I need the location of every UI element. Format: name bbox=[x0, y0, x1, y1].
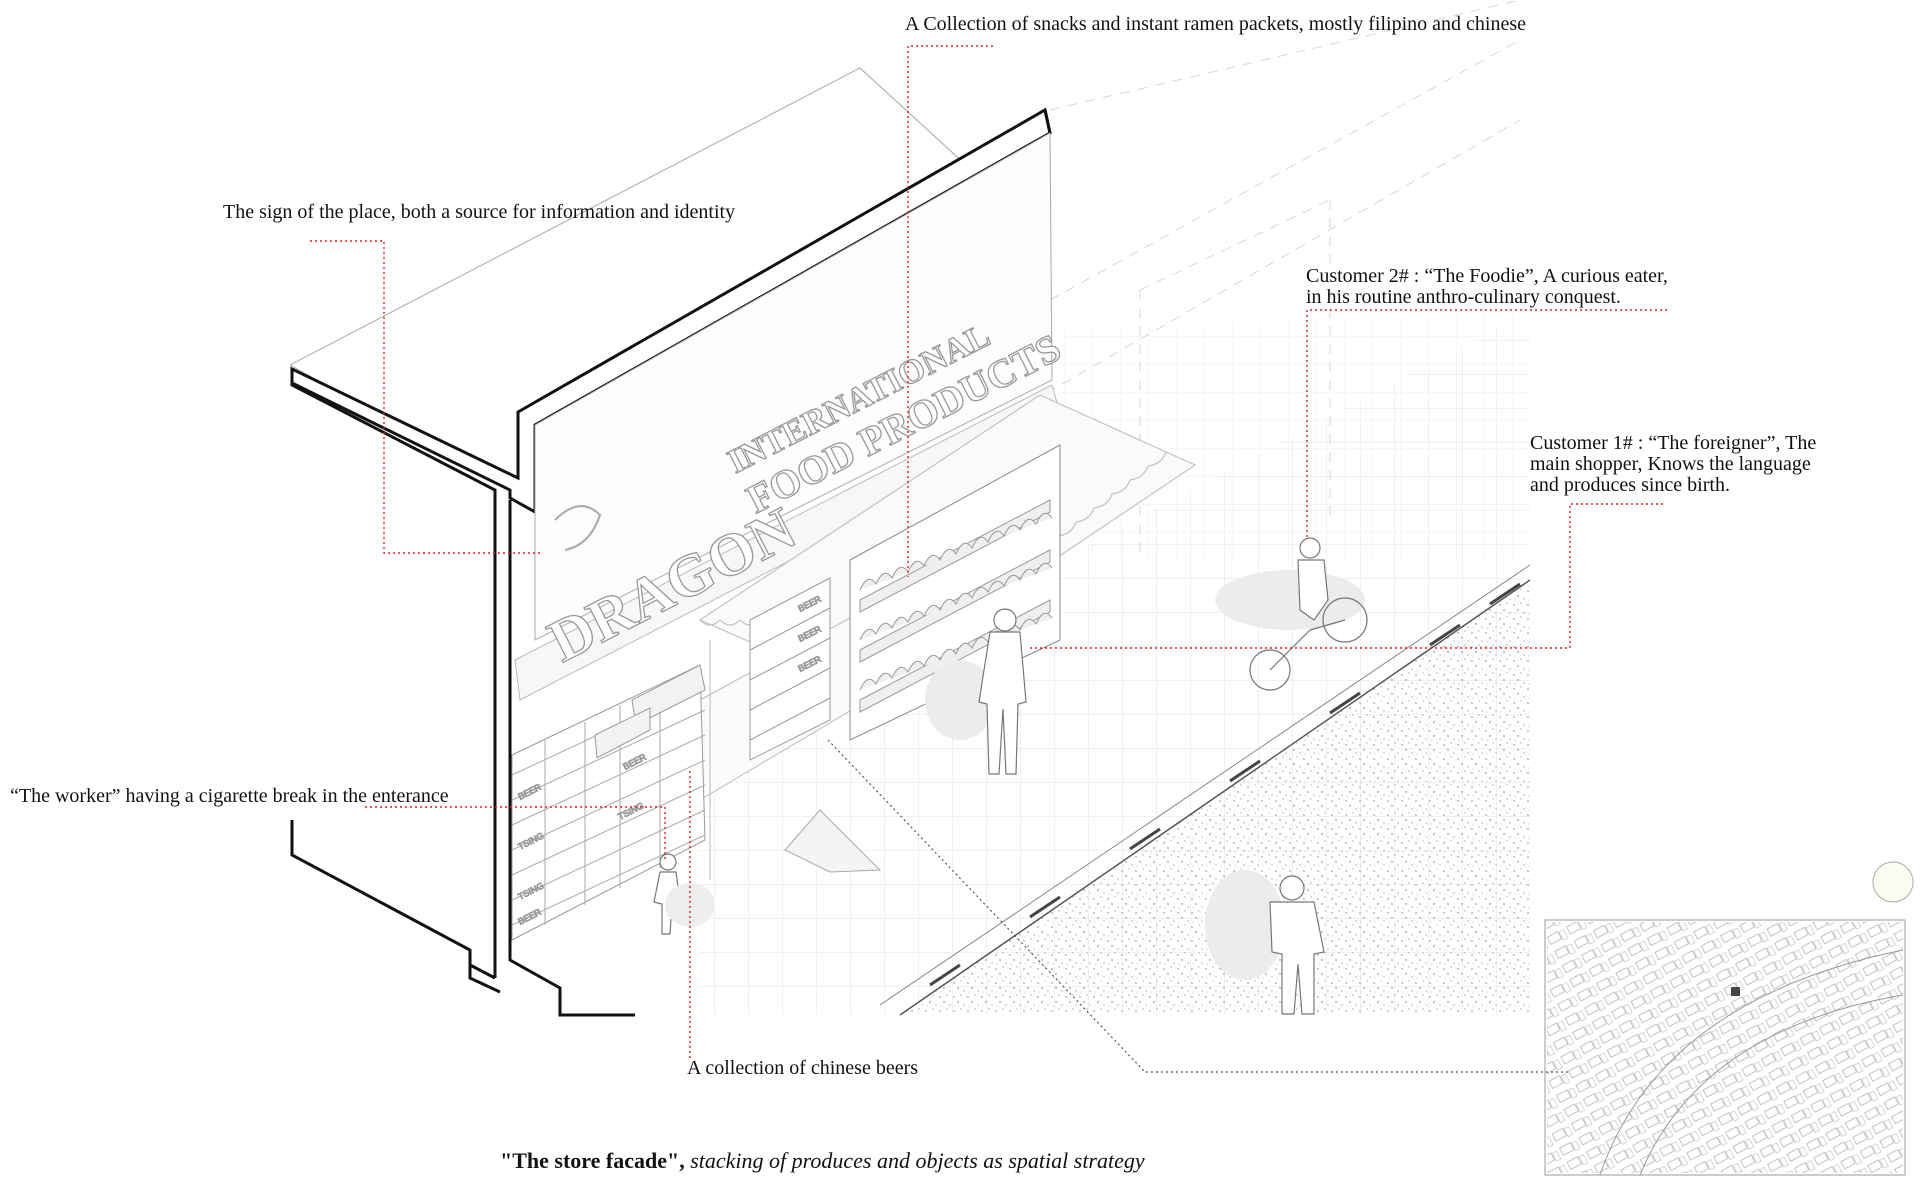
site-map-inset bbox=[1544, 919, 1906, 1176]
worker-figure bbox=[653, 853, 715, 935]
sign-annotation: The sign of the place, both a source for… bbox=[223, 201, 736, 223]
leader-customer1 bbox=[1030, 503, 1663, 649]
caption-title: "The store facade", bbox=[500, 1148, 685, 1173]
customer1-annotation-line3: and produces since birth. bbox=[1530, 474, 1730, 496]
customer2-annotation-line2: in his routine anthro-culinary conquest. bbox=[1306, 286, 1621, 308]
pedestrian-figure bbox=[1205, 870, 1325, 1015]
street-object bbox=[784, 809, 882, 873]
leader-worker bbox=[365, 806, 666, 860]
customer1-annotation-line2: main shopper, Knows the language bbox=[1530, 453, 1811, 475]
snacks-annotation: A Collection of snacks and instant ramen… bbox=[905, 13, 1526, 35]
customer2-cyclist bbox=[1215, 537, 1368, 691]
customer1-figure bbox=[925, 608, 1027, 775]
moon-circle bbox=[1872, 861, 1914, 903]
snack-shelves bbox=[849, 444, 1061, 741]
beer-crates-interior: BEER BEER BEER bbox=[749, 577, 831, 761]
caption-subtitle: stacking of produces and objects as spat… bbox=[690, 1148, 1145, 1173]
leader-sign bbox=[310, 240, 540, 554]
facade-section bbox=[290, 107, 1052, 1017]
leader-customer2 bbox=[1306, 309, 1667, 538]
ghost-projection-lines bbox=[999, 0, 1521, 560]
worker-annotation: “The worker” having a cigarette break in… bbox=[10, 785, 449, 807]
customer1-annotation-line1: Customer 1# : “The foreigner”, The bbox=[1530, 432, 1817, 454]
beers-annotation: A collection of chinese beers bbox=[687, 1057, 919, 1079]
site-marker bbox=[1731, 987, 1740, 996]
street-asphalt bbox=[879, 564, 1531, 1016]
leader-snacks bbox=[907, 45, 993, 577]
beer-crates-entrance: TSING TSING TSING BEER BEER BEER bbox=[511, 664, 706, 941]
figure-caption: "The store facade", stacking of produces… bbox=[500, 1148, 1145, 1174]
customer2-annotation-line1: Customer 2# : “The Foodie”, A curious ea… bbox=[1306, 265, 1668, 287]
annotation-leaders bbox=[310, 45, 1667, 1058]
